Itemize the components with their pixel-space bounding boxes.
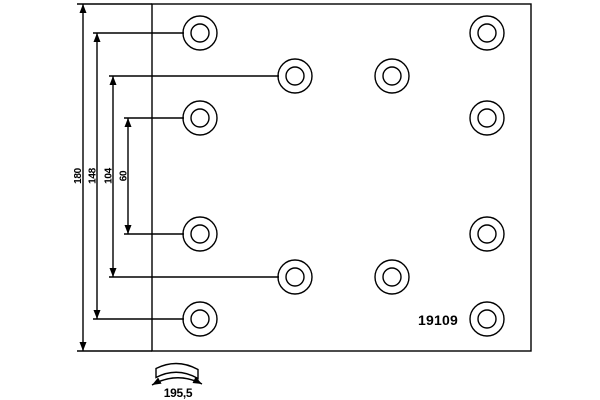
plate-outline xyxy=(151,3,532,352)
rivet-hole-outer xyxy=(182,216,218,252)
rivet-hole-inner xyxy=(477,224,497,244)
rivet-hole-outer xyxy=(277,259,313,295)
rivet-hole-outer xyxy=(374,58,410,94)
dimension-label-middle-hole-span: 104 xyxy=(104,167,115,184)
curved-section-band xyxy=(155,362,199,380)
rivet-hole-inner xyxy=(190,309,210,329)
rivet-hole xyxy=(374,259,410,295)
rivet-hole xyxy=(469,100,505,136)
rivet-hole xyxy=(182,100,218,136)
rivet-hole-inner xyxy=(382,267,402,287)
rivet-hole xyxy=(182,216,218,252)
rivet-hole xyxy=(469,15,505,51)
rivet-hole xyxy=(374,58,410,94)
rivet-hole-inner xyxy=(477,23,497,43)
rivet-hole-outer xyxy=(374,259,410,295)
rivet-hole xyxy=(277,259,313,295)
rivet-hole xyxy=(277,58,313,94)
rivet-holes-layer xyxy=(182,15,505,337)
rivet-hole xyxy=(469,216,505,252)
rivet-hole-inner xyxy=(382,66,402,86)
rivet-hole-outer xyxy=(182,301,218,337)
rivet-hole-outer xyxy=(469,301,505,337)
rivet-hole xyxy=(469,301,505,337)
arc-dimension-line xyxy=(151,376,203,386)
dimension-label-outer-hole-span: 148 xyxy=(88,167,99,184)
rivet-hole-inner xyxy=(477,108,497,128)
rivet-hole-inner xyxy=(190,23,210,43)
rivet-hole-inner xyxy=(285,66,305,86)
rivet-hole-outer xyxy=(277,58,313,94)
rivet-hole-inner xyxy=(190,108,210,128)
rivet-hole-outer xyxy=(182,15,218,51)
rivet-hole-outer xyxy=(469,216,505,252)
rivet-hole-outer xyxy=(182,100,218,136)
rivet-hole-inner xyxy=(285,267,305,287)
dimension-label-total-height: 180 xyxy=(73,167,84,184)
rivet-hole-inner xyxy=(190,224,210,244)
dimension-label-inner-hole-span: 60 xyxy=(119,170,130,181)
arc-dimension-label: 195,5 xyxy=(164,386,193,400)
rivet-hole-outer xyxy=(469,100,505,136)
part-number: 19109 xyxy=(418,312,458,328)
lining-curvature-symbol: 195,5 xyxy=(151,362,203,400)
rivet-hole xyxy=(182,15,218,51)
rivet-hole-inner xyxy=(477,309,497,329)
rivet-hole-outer xyxy=(469,15,505,51)
rivet-hole xyxy=(182,301,218,337)
